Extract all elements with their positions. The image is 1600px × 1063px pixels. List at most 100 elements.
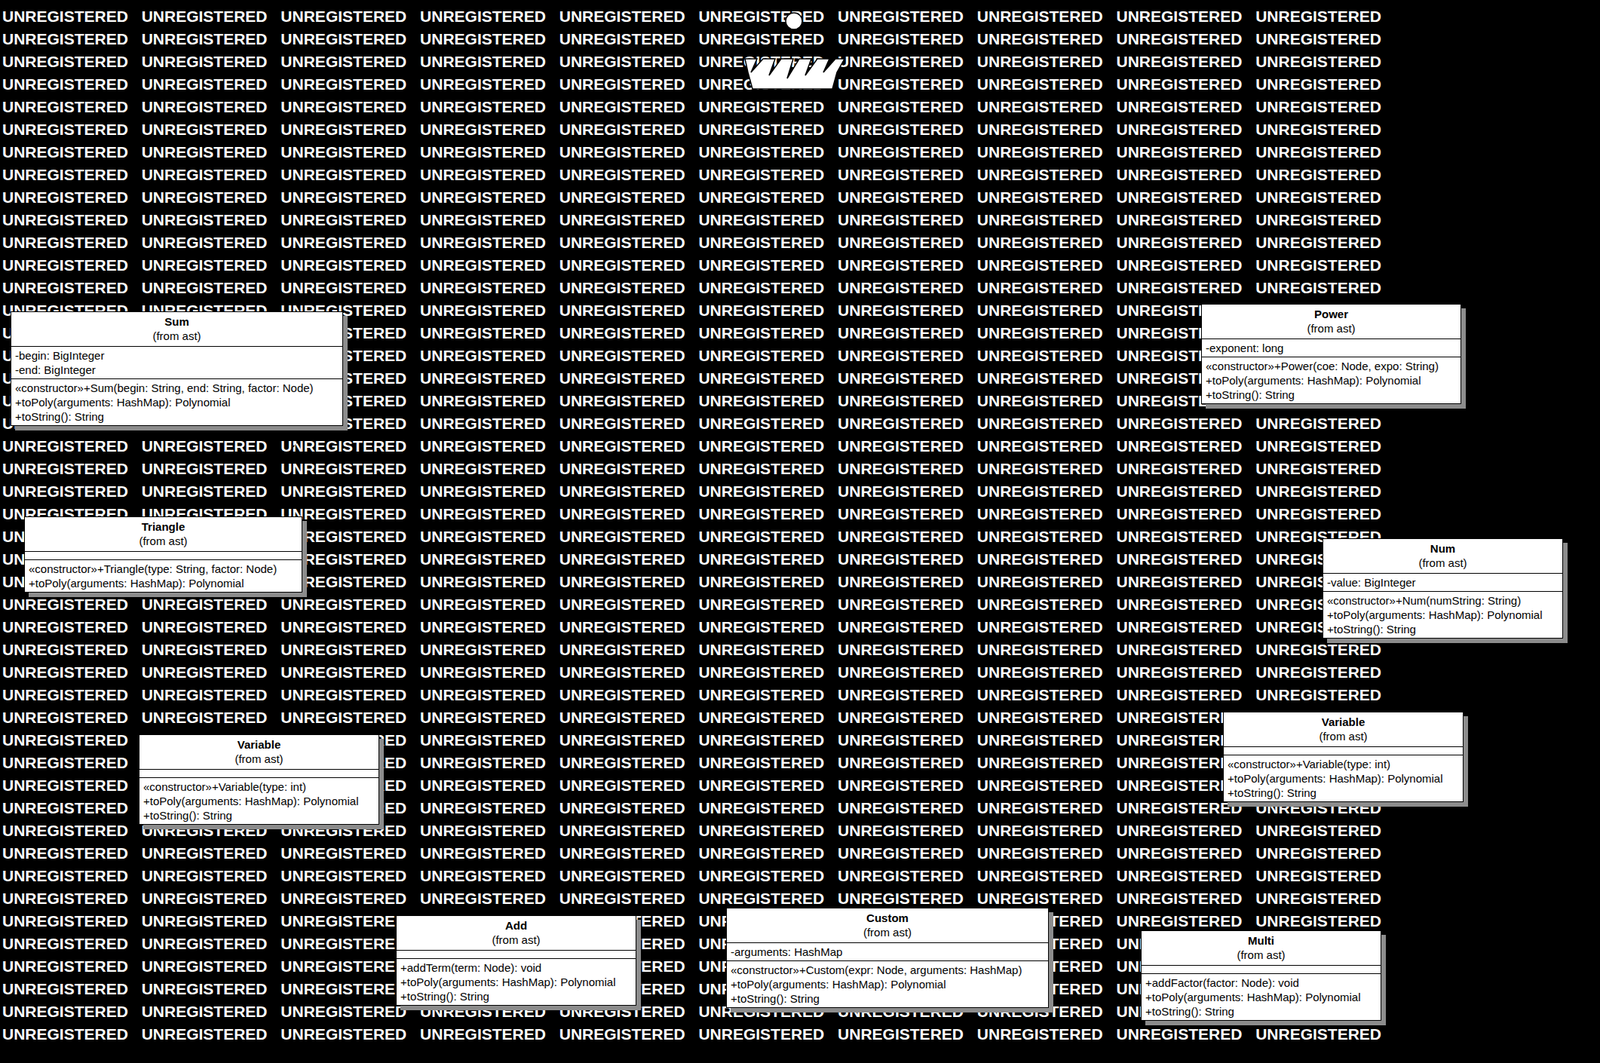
member-text: -value: BigInteger [1327, 575, 1559, 590]
package-note: (from ast) [15, 328, 339, 344]
member-text: +toPoly(arguments: HashMap): Polynomial [730, 977, 1045, 992]
member-text: +toString(): String [730, 991, 1045, 1006]
member-text: +toString(): String [143, 808, 375, 823]
operation-compartment: +addTerm(term: Node): void+toPoly(argume… [396, 958, 636, 1006]
package-note: (from ast) [1145, 947, 1377, 963]
operation-compartment: «constructor»+Power(coe: Node, expo: Str… [1201, 356, 1461, 404]
class-name: Num [1327, 541, 1559, 556]
class-header: Custom(from ast) [726, 908, 1049, 943]
member-text: «constructor»+Variable(type: int) [1227, 757, 1460, 772]
member-text: +toPoly(arguments: HashMap): Polynomial [1205, 373, 1457, 388]
operation-compartment: +addFactor(factor: Node): void+toPoly(ar… [1141, 973, 1381, 1021]
watermark-text: UNREGISTERED UNREGISTERED UNREGISTERED U… [2, 165, 1382, 185]
member-text: -exponent: long [1205, 340, 1457, 356]
operation-compartment: «constructor»+Num(numString: String)+toP… [1323, 591, 1563, 638]
attribute-compartment [396, 950, 636, 959]
member-text: -end: BigInteger [15, 362, 339, 378]
watermark-text: UNREGISTERED UNREGISTERED UNREGISTERED U… [2, 481, 1382, 502]
attribute-compartment: -arguments: HashMap [726, 942, 1049, 961]
attribute-compartment: -exponent: long [1201, 338, 1461, 357]
watermark-text: UNREGISTERED UNREGISTERED UNREGISTERED U… [2, 866, 1382, 886]
package-note: (from ast) [1205, 321, 1457, 336]
package-note: (from ast) [1327, 555, 1559, 571]
attribute-compartment [1223, 746, 1463, 755]
watermark-text: UNREGISTERED UNREGISTERED UNREGISTERED U… [2, 97, 1382, 117]
operation-compartment: «constructor»+Variable(type: int)+toPoly… [1223, 754, 1463, 802]
member-text: +toString(): String [1227, 785, 1460, 800]
member-text: +addTerm(term: Node): void [400, 960, 632, 975]
watermark-text: UNREGISTERED UNREGISTERED UNREGISTERED U… [2, 594, 1382, 615]
watermark-text: UNREGISTERED UNREGISTERED UNREGISTERED U… [2, 52, 1382, 72]
watermark-text: UNREGISTERED UNREGISTERED UNREGISTERED U… [2, 662, 1382, 683]
class-name: Multi [1145, 933, 1377, 948]
watermark-text: UNREGISTERED UNREGISTERED UNREGISTERED U… [2, 29, 1382, 50]
watermark-text: UNREGISTERED UNREGISTERED UNREGISTERED U… [2, 6, 1382, 27]
member-text: «constructor»+Num(numString: String) [1327, 593, 1559, 608]
member-text: +toPoly(arguments: HashMap): Polynomial [1145, 990, 1377, 1005]
member-text: +toPoly(arguments: HashMap): Polynomial [15, 395, 339, 410]
attribute-compartment [139, 769, 379, 778]
attribute-compartment: -begin: BigInteger-end: BigInteger [11, 346, 343, 379]
attribute-compartment: -value: BigInteger [1323, 573, 1563, 592]
package-note: (from ast) [730, 925, 1045, 940]
class-box: Custom(from ast)-arguments: HashMap«cons… [726, 907, 1049, 1009]
member-text: +toPoly(arguments: HashMap): Polynomial [1227, 771, 1460, 786]
watermark-text: UNREGISTERED UNREGISTERED UNREGISTERED U… [2, 1024, 1382, 1045]
watermark-text: UNREGISTERED UNREGISTERED UNREGISTERED U… [2, 888, 1382, 909]
class-header: Num(from ast) [1323, 539, 1563, 574]
operation-compartment: «constructor»+Triangle(type: String, fac… [24, 559, 302, 592]
watermark-text: UNREGISTERED UNREGISTERED UNREGISTERED U… [2, 187, 1382, 208]
watermark-text: UNREGISTERED UNREGISTERED UNREGISTERED U… [2, 685, 1382, 705]
class-box: Sum(from ast)-begin: BigInteger-end: Big… [10, 311, 344, 427]
attribute-compartment [1141, 965, 1381, 974]
member-text: +toString(): String [1327, 622, 1559, 637]
member-text: +toPoly(arguments: HashMap): Polynomial [28, 576, 298, 591]
package-note: (from ast) [1227, 729, 1460, 744]
actor-icon [744, 12, 845, 89]
member-text: -begin: BigInteger [15, 348, 339, 363]
class-name: Custom [730, 910, 1045, 926]
watermark-text: UNREGISTERED UNREGISTERED UNREGISTERED U… [2, 708, 1382, 728]
operation-compartment: «constructor»+Custom(expr: Node, argumen… [726, 960, 1049, 1008]
member-text: +toPoly(arguments: HashMap): Polynomial [1327, 607, 1559, 623]
package-note: (from ast) [143, 751, 375, 767]
member-text: +toString(): String [1145, 1004, 1377, 1019]
member-text: «constructor»+Custom(expr: Node, argumen… [730, 962, 1045, 978]
package-note: (from ast) [400, 932, 632, 948]
member-text: «constructor»+Variable(type: int) [143, 779, 375, 794]
class-box: Add(from ast)+addTerm(term: Node): void+… [395, 915, 637, 1006]
class-name: Add [400, 918, 632, 933]
watermark-text: UNREGISTERED UNREGISTERED UNREGISTERED U… [2, 232, 1382, 253]
watermark-text: UNREGISTERED UNREGISTERED UNREGISTERED U… [2, 74, 1382, 95]
watermark-text: UNREGISTERED UNREGISTERED UNREGISTERED U… [2, 843, 1382, 864]
actor-head [785, 12, 803, 30]
operation-compartment: «constructor»+Sum(begin: String, end: St… [11, 378, 343, 426]
member-text: «constructor»+Power(coe: Node, expo: Str… [1205, 358, 1457, 374]
package-note: (from ast) [28, 533, 298, 549]
watermark-text: UNREGISTERED UNREGISTERED UNREGISTERED U… [2, 617, 1382, 638]
watermark-text: UNREGISTERED UNREGISTERED UNREGISTERED U… [2, 142, 1382, 163]
class-box: Variable(from ast) «constructor»+Variable… [138, 734, 380, 825]
class-name: Variable [1227, 714, 1460, 730]
class-box: Triangle(from ast)«constructor»+Triangle… [24, 516, 303, 593]
class-header: Variable(from ast) [139, 735, 379, 770]
member-text: +toPoly(arguments: HashMap): Polynomial [143, 793, 375, 809]
class-header: Power(from ast) [1201, 304, 1461, 339]
member-text: +toString(): String [15, 409, 339, 424]
class-box: Num(from ast)-value: BigInteger«construc… [1322, 538, 1564, 639]
member-text: +toPoly(arguments: HashMap): Polynomial [400, 974, 632, 990]
attribute-compartment [24, 551, 302, 560]
class-header: Add(from ast) [396, 916, 636, 951]
member-text: «constructor»+Triangle(type: String, fac… [28, 561, 298, 577]
watermark-text: UNREGISTERED UNREGISTERED UNREGISTERED U… [2, 911, 1382, 932]
class-name: Sum [15, 314, 339, 329]
member-text: +toString(): String [400, 989, 632, 1004]
watermark-text: UNREGISTERED UNREGISTERED UNREGISTERED U… [2, 255, 1382, 276]
class-box: Multi(from ast) +addFactor(factor: Node):… [1140, 930, 1382, 1021]
class-name: Power [1205, 306, 1457, 322]
watermark-text: UNREGISTERED UNREGISTERED UNREGISTERED U… [2, 459, 1382, 479]
class-box: Variable(from ast) «constructor»+Variable… [1222, 711, 1464, 803]
watermark-text: UNREGISTERED UNREGISTERED UNREGISTERED U… [2, 210, 1382, 230]
class-header: Sum(from ast) [11, 312, 343, 347]
